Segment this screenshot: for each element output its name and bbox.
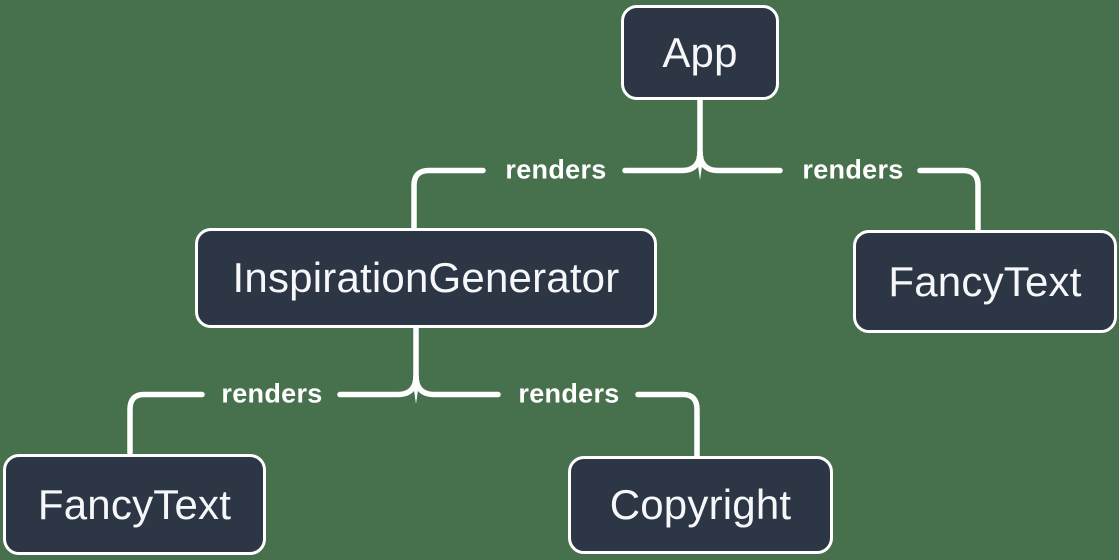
edge-app-inspirationgenerator bbox=[411, 167, 486, 231]
edge-inspirationgenerator-fork bbox=[337, 325, 501, 404]
edge-app-fork bbox=[622, 97, 783, 180]
edge-app-fancytext bbox=[917, 167, 981, 233]
edge-label-inspirationgenerator-copyright: renders bbox=[518, 378, 620, 409]
node-inspiration-generator: InspirationGenerator bbox=[195, 228, 657, 328]
edge-label-inspirationgenerator-fancytext: renders bbox=[221, 378, 323, 409]
edge-inspirationgenerator-flare-right bbox=[413, 373, 501, 398]
edge-app-fork-tip bbox=[696, 156, 704, 180]
node-app: App bbox=[621, 5, 779, 100]
edge-app-flare-left bbox=[622, 149, 703, 174]
edge-inspirationgenerator-copyright bbox=[635, 391, 700, 459]
node-fancy-text-top: FancyText bbox=[853, 230, 1117, 333]
edge-app-flare-right bbox=[697, 149, 783, 174]
edge-corner-to-fancytext-top bbox=[917, 167, 981, 233]
node-copyright: Copyright bbox=[568, 456, 833, 554]
edge-inspirationgenerator-flare-left bbox=[337, 373, 419, 398]
edge-corner-to-copyright bbox=[635, 391, 700, 459]
edge-corner-to-fancytext-bottom bbox=[127, 391, 205, 456]
node-app-label: App bbox=[662, 28, 738, 76]
node-inspiration-generator-label: InspirationGenerator bbox=[232, 254, 620, 301]
node-fancy-text-top-label: FancyText bbox=[888, 257, 1082, 305]
edge-corner-to-inspirationgenerator bbox=[411, 167, 486, 231]
edge-inspirationgenerator-fork-tip bbox=[412, 380, 420, 404]
node-copyright-label: Copyright bbox=[609, 481, 792, 528]
node-fancy-text-bottom: FancyText bbox=[3, 454, 266, 555]
edge-inspirationgenerator-fancytext bbox=[127, 391, 205, 456]
edge-label-app-inspirationgenerator: renders bbox=[505, 154, 607, 185]
node-fancy-text-bottom-label: FancyText bbox=[37, 480, 232, 528]
edge-label-app-fancytext: renders bbox=[802, 154, 904, 185]
